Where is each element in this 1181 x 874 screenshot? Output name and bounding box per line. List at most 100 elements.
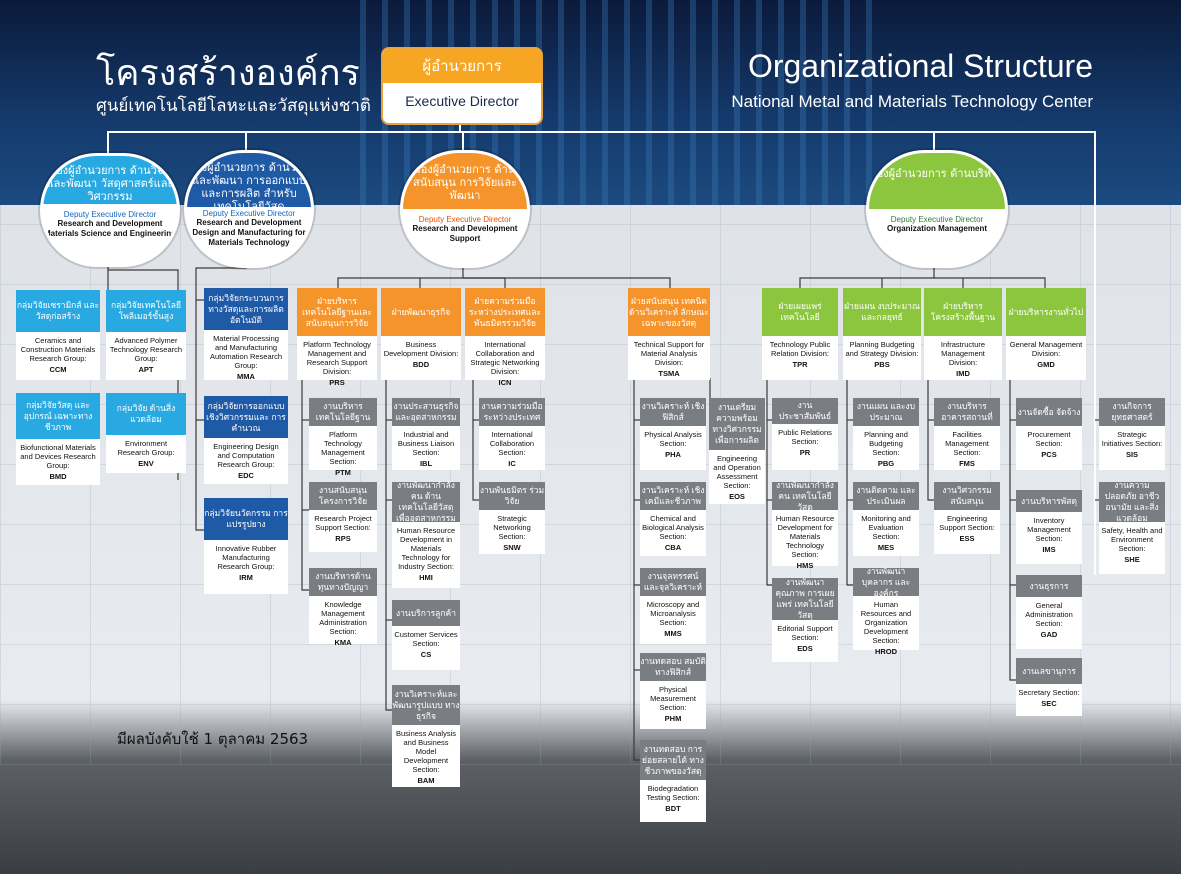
box-body: Inventory Management Section: — [1027, 516, 1071, 543]
box-header: งานเลขานุการ — [1016, 658, 1082, 684]
box-header: งานความร่วมมือ ระหว่างประเทศ — [479, 398, 545, 426]
box-code: ICN — [498, 378, 512, 387]
deputy-english-area: Organization Management — [886, 224, 987, 233]
box-header: งานประชาสัมพันธ์ — [772, 398, 838, 424]
ic-box: งานความร่วมมือ ระหว่างประเทศ Internation… — [479, 398, 545, 470]
box-header: งานวิเคราะห์และ พัฒนารูปแบบ ทางธุรกิจ — [392, 685, 460, 725]
box-body: Industrial and Business Liaison Section: — [397, 430, 455, 457]
box-body: Customer Services Section: — [394, 630, 458, 648]
pha-box: งานวิเคราะห์ เชิงฟิสิกส์ Physical Analys… — [640, 398, 706, 470]
box-header: ฝ่ายแผน งบประมาณ และกลยุทธ์ — [843, 288, 921, 336]
box-code: KMA — [334, 638, 352, 647]
fms-box: งานบริหาร อาคารสถานที่ Facilities Manage… — [934, 398, 1000, 470]
box-body: Engineering Design and Computation Resea… — [213, 442, 279, 469]
deputy-english-title: Deputy Executive Director — [890, 215, 984, 224]
box-header: งานจุลทรรศน์ และจุลวิเคราะห์ — [640, 568, 706, 596]
box-body: International Collaboration Section: — [489, 430, 535, 457]
box-code: TPR — [792, 360, 808, 369]
box-header: งานทดสอบ การย่อยสลายได้ ทางชีวภาพของวัสด… — [640, 740, 706, 780]
box-body: Human Resource Development in Materials … — [396, 526, 456, 571]
box-body: Monitoring and Evaluation Section: — [861, 514, 911, 541]
box-code: CBA — [664, 543, 682, 552]
edc-box: กลุ่มวิจัยการออกแบบ เชิงวิศวกรรมและ การค… — [204, 396, 288, 484]
box-body: Procurement Section: — [1027, 430, 1071, 448]
box-code: GAD — [1040, 630, 1058, 639]
box-header: งานบริหาร เทคโนโลยีฐาน — [309, 398, 377, 426]
deputy-thai: รองผู้อำนวยการ ด้านบริหาร — [869, 153, 1005, 209]
box-code: ESS — [959, 534, 975, 543]
box-code: IC — [508, 459, 516, 468]
hmi-box: งานพัฒนากำลังคน ด้านเทคโนโลยีวัสดุ เพื่อ… — [392, 480, 460, 588]
box-header: ฝ่ายความร่วมมือ ระหว่างประเทศและ พันธมิต… — [465, 288, 545, 336]
box-body: Research Project Support Section: — [314, 514, 372, 532]
box-code: IRM — [239, 573, 253, 582]
box-header: งานจัดซื้อ จัดจ้าง — [1016, 398, 1082, 426]
box-header: งานวิเคราะห์ เชิงเคมีและชีวภาพ — [640, 482, 706, 510]
ccm-box: กลุ่มวิจัยเซรามิกส์ และวัสดุก่อสร้าง Cer… — [16, 290, 100, 380]
mes-box: งานติดตาม และประเมินผล Monitoring and Ev… — [853, 482, 919, 556]
pcs-box: งานจัดซื้อ จัดจ้าง Procurement Section: … — [1016, 398, 1082, 470]
box-header: ฝ่ายบริหารงานทั่วไป — [1006, 288, 1086, 336]
icn-box: ฝ่ายความร่วมมือ ระหว่างประเทศและ พันธมิต… — [465, 288, 545, 387]
box-header: งานบริหารพัสดุ — [1016, 490, 1082, 512]
box-code: FMS — [959, 459, 975, 468]
box-body: Secretary Section: — [1018, 688, 1080, 697]
box-code: HMS — [796, 561, 814, 570]
kma-box: งานบริหารด้าน ทุนทางปัญญา Knowledge Mana… — [309, 568, 377, 647]
box-code: RPS — [335, 534, 351, 543]
box-code: PBG — [877, 459, 895, 468]
deputy-design-manufacturing: รองผู้อำนวยการ ด้านวิจัยและพัฒนา การออกแ… — [184, 150, 314, 268]
box-body: Platform Technology Management and Resea… — [303, 340, 371, 376]
box-code: SEC — [1041, 699, 1057, 708]
box-body: Microscopy and Microanalysis Section: — [646, 600, 700, 627]
box-code: HMI — [419, 573, 433, 582]
box-header: งานทดสอบ สมบัติทางฟิสิกส์ — [640, 653, 706, 681]
box-body: Technology Public Relation Division: — [769, 340, 831, 358]
box-code: PTM — [335, 468, 351, 477]
box-body: Technical Support for Material Analysis … — [633, 340, 705, 367]
box-body: Ceramics and Construction Materials Rese… — [20, 336, 96, 363]
box-header: งานธุรการ — [1016, 575, 1082, 597]
tpr-box: ฝ่ายเผยแพร่ เทคโนโลยี Technology Public … — [762, 288, 838, 380]
tsma-box: ฝ่ายสนับสนุน เทคนิคด้านวิเคราะห์ ลักษณะเ… — [628, 288, 710, 380]
cs-box: งานบริการลูกค้า Customer Services Sectio… — [392, 600, 460, 670]
box-code: CCM — [49, 365, 67, 374]
box-body: Safety, Health and Environment Section: — [1101, 526, 1163, 553]
apt-box: กลุ่มวิจัยเทคโนโลยี โพลิเมอร์ขั้นสูง Adv… — [106, 290, 186, 380]
box-code: BDT — [665, 804, 681, 813]
box-header: งานประสานธุรกิจ และอุตสาหกรรม — [392, 398, 460, 426]
pr-box: งานประชาสัมพันธ์ Public Relations Sectio… — [772, 398, 838, 470]
box-code: PR — [799, 448, 811, 457]
box-header: กลุ่มวิจัยกระบวนการ ทางวัสดุและการผลิต อ… — [204, 288, 288, 330]
box-header: งานความปลอดภัย อาชีวอนามัย และสิ่งแวดล้อ… — [1099, 480, 1165, 523]
box-body: Biodegradation Testing Section: — [646, 784, 700, 802]
box-body: Planning and Budgeting Section: — [864, 430, 908, 457]
box-body: Human Resource Development for Materials… — [775, 514, 835, 559]
box-header: งานพัฒนากำลังคน ด้านเทคโนโลยีวัสดุ เพื่อ… — [392, 480, 460, 523]
gmd-box: ฝ่ายบริหารงานทั่วไป General Management D… — [1006, 288, 1086, 380]
box-header: ฝ่ายสนับสนุน เทคนิคด้านวิเคราะห์ ลักษณะเ… — [628, 288, 710, 336]
bam-box: งานวิเคราะห์และ พัฒนารูปแบบ ทางธุรกิจ Bu… — [392, 685, 460, 787]
mms-box: งานจุลทรรศน์ และจุลวิเคราะห์ Microscopy … — [640, 568, 706, 644]
box-body: Engineering Support Section: — [939, 514, 995, 532]
box-body: Environment Research Group: — [117, 439, 175, 457]
executive-director-box: ผู้อำนวยการ Executive Director — [381, 47, 543, 125]
box-code: BAM — [417, 776, 435, 785]
hms-box: งานพัฒนากำลังคน เทคโนโลยีวัสดุ Human Res… — [772, 480, 838, 570]
box-header: ฝ่ายบริหาร โครงสร้างพื้นฐาน — [924, 288, 1002, 336]
ims-box: งานบริหารพัสดุ Inventory Management Sect… — [1016, 490, 1082, 564]
box-header: กลุ่มวิจัยเทคโนโลยี โพลิเมอร์ขั้นสูง — [106, 290, 186, 332]
mma-box: กลุ่มวิจัยกระบวนการ ทางวัสดุและการผลิต อ… — [204, 288, 288, 381]
box-header: งานวิเคราะห์ เชิงฟิสิกส์ — [640, 398, 706, 426]
box-code: BDD — [412, 360, 430, 369]
box-code: EDS — [797, 644, 813, 653]
deputy-english-title: Deputy Executive Director — [202, 209, 296, 218]
rps-box: งานสนับสนุน โครงการวิจัย Research Projec… — [309, 482, 377, 552]
box-body: International Collaboration and Strategi… — [470, 340, 540, 376]
box-code: APT — [138, 365, 154, 374]
box-header: งานบริการลูกค้า — [392, 600, 460, 626]
cba-box: งานวิเคราะห์ เชิงเคมีและชีวภาพ Chemical … — [640, 482, 706, 556]
box-body: Strategic Initiatives Section: — [1101, 430, 1163, 448]
pbg-box: งานแผน และงบประมาณ Planning and Budgetin… — [853, 398, 919, 470]
ibl-box: งานประสานธุรกิจ และอุตสาหกรรม Industrial… — [392, 398, 460, 470]
